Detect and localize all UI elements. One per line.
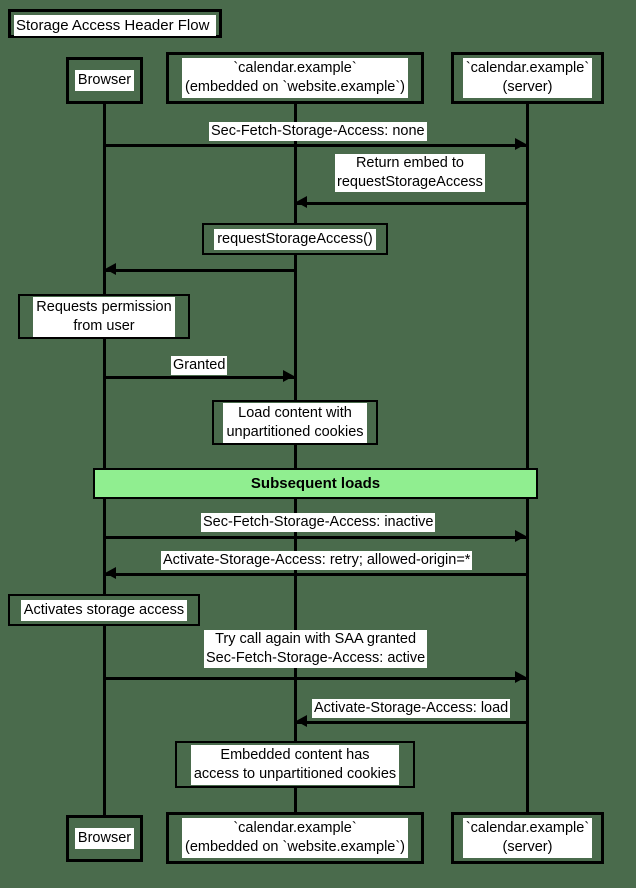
participant-label-browser: Browser (74, 828, 135, 849)
participant-label-embed: `calendar.example` (embedded on `website… (181, 818, 409, 858)
participant-label-server: `calendar.example` (server) (462, 818, 593, 858)
participant-server-bottom[interactable]: `calendar.example` (server) (451, 812, 604, 864)
message-arrowhead-m8 (296, 715, 307, 727)
message-line-m6 (104, 573, 527, 576)
message-label-m1: Sec-Fetch-Storage-Access: none (209, 122, 427, 141)
section-bar-s1: Subsequent loads (93, 468, 538, 499)
message-arrowhead-m6 (105, 567, 116, 579)
message-arrowhead-m1 (515, 138, 526, 150)
diagram-title: Storage Access Header Flow (14, 15, 216, 36)
note-n4: Activates storage access (8, 594, 200, 626)
section-label-s1: Subsequent loads (250, 475, 381, 492)
note-n2: Requests permission from user (18, 294, 190, 339)
message-line-m1 (104, 144, 527, 147)
note-text-n5: Embedded content has access to unpartiti… (190, 744, 400, 785)
message-label-m2: Return embed to requestStorageAccess (335, 154, 485, 192)
note-n5: Embedded content has access to unpartiti… (175, 741, 415, 788)
message-arrowhead-m7 (515, 671, 526, 683)
message-arrowhead-m2 (296, 196, 307, 208)
participant-browser-bottom[interactable]: Browser (66, 815, 143, 862)
message-arrowhead-m5 (515, 530, 526, 542)
diagram-title-box: Storage Access Header Flow (8, 9, 222, 38)
message-label-m5: Sec-Fetch-Storage-Access: inactive (201, 513, 436, 532)
message-label-m4: Granted (171, 356, 228, 375)
message-line-m3 (104, 269, 295, 272)
message-line-m8 (295, 721, 527, 724)
participant-browser-top[interactable]: Browser (66, 57, 143, 104)
participant-embed-top[interactable]: `calendar.example` (embedded on `website… (166, 52, 424, 104)
message-arrowhead-m4 (283, 370, 294, 382)
lifeline-browser (103, 104, 106, 815)
lifeline-server (526, 104, 529, 812)
message-line-m2 (295, 202, 527, 205)
participant-label-browser: Browser (74, 70, 135, 91)
lifeline-embed (294, 104, 297, 812)
note-text-n1: requestStorageAccess() (214, 228, 376, 250)
message-line-m5 (104, 536, 527, 539)
participant-label-server: `calendar.example` (server) (462, 58, 593, 98)
message-arrowhead-m3 (105, 263, 116, 275)
message-line-m4 (104, 376, 295, 379)
note-n3: Load content with unpartitioned cookies (212, 400, 378, 445)
message-label-m8: Activate-Storage-Access: load (312, 699, 511, 718)
participant-embed-bottom[interactable]: `calendar.example` (embedded on `website… (166, 812, 424, 864)
note-text-n4: Activates storage access (20, 599, 188, 621)
message-label-m7: Try call again with SAA granted Sec-Fetc… (204, 630, 428, 668)
note-text-n3: Load content with unpartitioned cookies (223, 402, 367, 443)
note-text-n2: Requests permission from user (33, 296, 175, 337)
participant-server-top[interactable]: `calendar.example` (server) (451, 52, 604, 104)
message-label-m6: Activate-Storage-Access: retry; allowed-… (161, 551, 473, 570)
message-line-m7 (104, 677, 527, 680)
participant-label-embed: `calendar.example` (embedded on `website… (181, 58, 409, 98)
note-n1: requestStorageAccess() (202, 223, 388, 255)
